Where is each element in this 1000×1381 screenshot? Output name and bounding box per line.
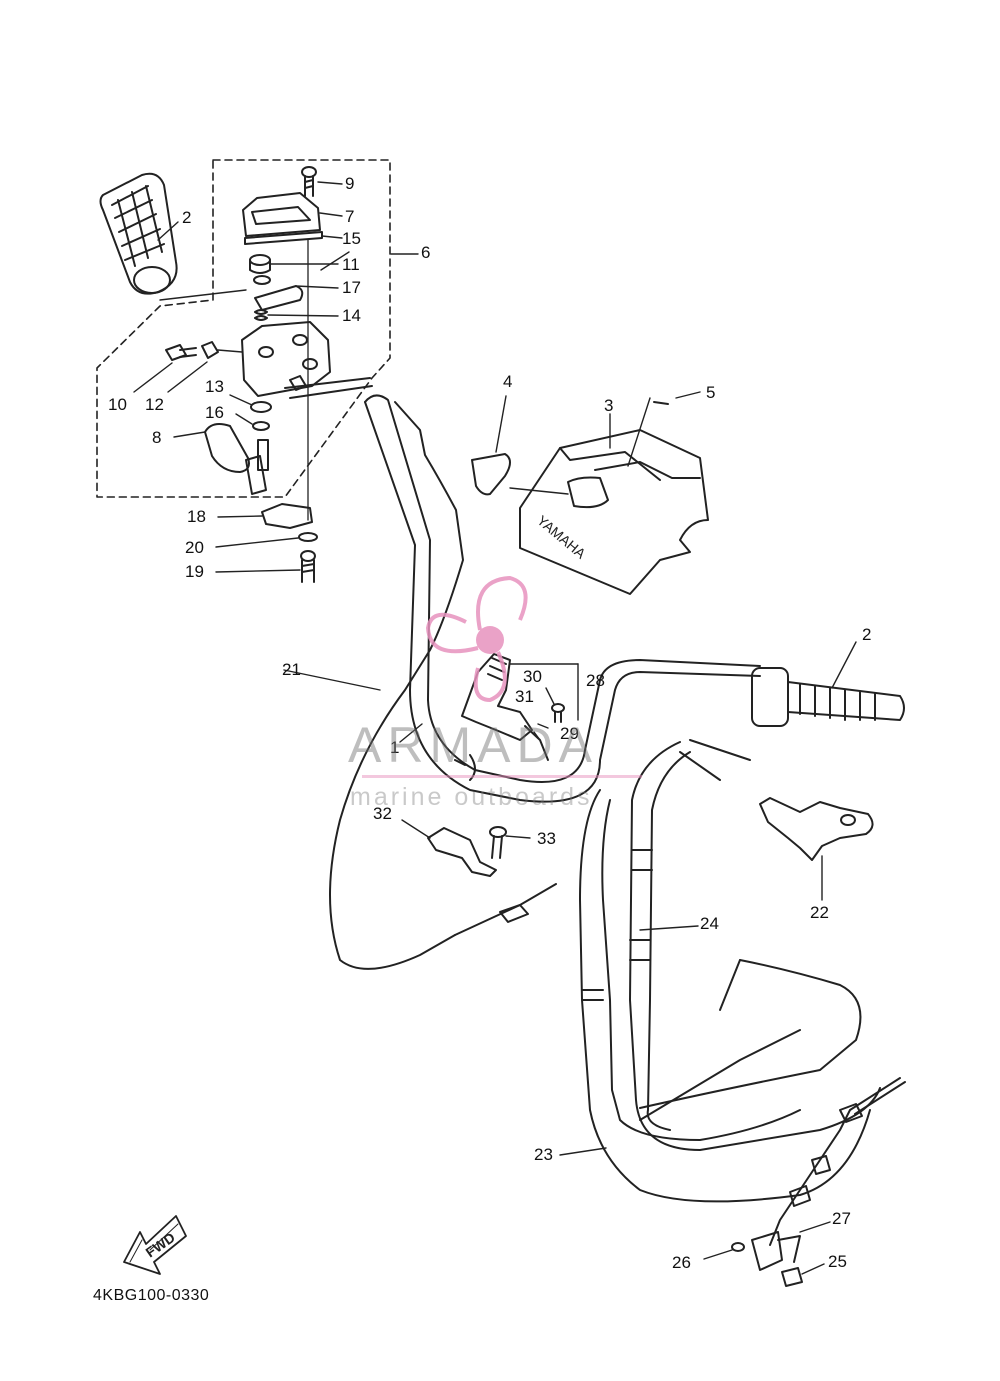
bolt-10 xyxy=(165,344,197,361)
clamp-18 xyxy=(261,503,313,529)
part-label-23: 23 xyxy=(534,1145,553,1164)
right-grip xyxy=(751,667,905,727)
watermark-subtitle: marine outboards xyxy=(350,783,593,811)
switch-22 xyxy=(759,797,874,861)
part-label-20: 20 xyxy=(185,538,204,557)
part-label-17: 17 xyxy=(342,278,361,297)
bolt-33 xyxy=(489,826,507,859)
cable-21 xyxy=(329,401,557,970)
part-label-29: 29 xyxy=(560,724,579,743)
carb-cable-end xyxy=(751,1077,906,1271)
throttle-lever-8 xyxy=(204,423,269,495)
fwd-arrow-icon: FWD xyxy=(123,1215,187,1275)
part-label-5: 5 xyxy=(706,383,716,402)
part-label-33: 33 xyxy=(537,829,556,848)
part-label-3: 3 xyxy=(604,396,614,415)
part-label-12: 12 xyxy=(145,395,164,414)
part-label-8: 8 xyxy=(152,428,162,447)
handlebar-cover-3 xyxy=(519,429,709,595)
handlebar-1 xyxy=(364,394,761,803)
watermark-title: ARMADA xyxy=(348,717,598,773)
part-label-21: 21 xyxy=(282,660,301,679)
part-label-32: 32 xyxy=(373,804,392,823)
part-label-13: 13 xyxy=(205,377,224,396)
part-label-2-left: 2 xyxy=(182,208,192,227)
part-label-31: 31 xyxy=(515,687,534,706)
diagram-code: 4KBG100-0330 xyxy=(93,1287,210,1304)
spring-14 xyxy=(254,309,268,321)
watermark-underline xyxy=(362,775,642,778)
pin-25 xyxy=(781,1267,803,1287)
part-label-30: 30 xyxy=(523,667,542,686)
part-label-27: 27 xyxy=(832,1209,851,1228)
screw-9 xyxy=(301,166,317,197)
part-label-19: 19 xyxy=(185,562,204,581)
washer-13 xyxy=(250,401,272,413)
throttle-housing xyxy=(241,321,373,399)
washer-16 xyxy=(252,421,270,431)
bolt-19 xyxy=(300,550,316,583)
left-grip xyxy=(99,172,178,295)
part-label-1: 1 xyxy=(390,738,400,757)
cover-brand-text: YAMAHA xyxy=(534,512,589,562)
lever-assembly-boundary xyxy=(96,159,391,498)
part-label-25: 25 xyxy=(828,1252,847,1271)
part-label-26: 26 xyxy=(672,1253,691,1272)
cables-23-24 xyxy=(579,739,881,1203)
clip-5 xyxy=(653,401,669,405)
part-label-15: 15 xyxy=(342,229,361,248)
part-label-11: 11 xyxy=(342,255,360,274)
part-label-14: 14 xyxy=(342,306,361,325)
washer-20 xyxy=(298,532,318,542)
throttle-cover-7 xyxy=(242,192,321,237)
washer-26 xyxy=(731,1242,745,1252)
part-label-9: 9 xyxy=(345,174,355,193)
gasket-15 xyxy=(244,231,323,245)
fwd-label: FWD xyxy=(143,1229,178,1260)
emblem-4 xyxy=(471,453,511,496)
part-label-6: 6 xyxy=(421,243,431,262)
part-label-18: 18 xyxy=(187,507,206,526)
bracket-32 xyxy=(427,827,497,877)
part-label-16: 16 xyxy=(205,403,224,422)
screw-31 xyxy=(551,703,565,723)
part-label-28: 28 xyxy=(586,671,605,690)
part-label-10: 10 xyxy=(108,395,127,414)
part-label-2-right: 2 xyxy=(862,625,872,644)
watermark-propeller-icon xyxy=(425,575,528,703)
part-label-4: 4 xyxy=(503,372,513,391)
part-label-22: 22 xyxy=(810,903,829,922)
part-label-7: 7 xyxy=(345,207,355,226)
nut-12 xyxy=(201,341,219,359)
washer-17 xyxy=(253,275,271,285)
part-label-24: 24 xyxy=(700,914,719,933)
collar-11 xyxy=(249,254,271,274)
